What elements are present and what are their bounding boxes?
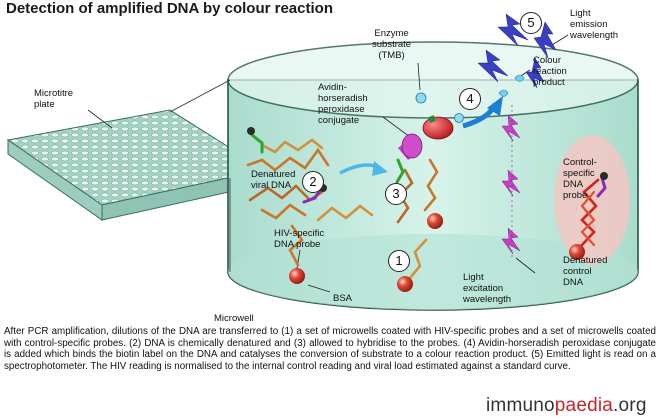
brand-suffix: .org — [613, 395, 647, 416]
step-4-marker: 4 — [459, 88, 481, 110]
avidin-conjugate-label: Avidin- horseradish peroxidase conjugate — [318, 82, 368, 126]
avidin-conjugate — [398, 115, 454, 160]
step-2-marker: 2 — [302, 171, 324, 193]
process-arrows — [339, 96, 503, 176]
microtitre-plate-label: Microtitre plate — [34, 88, 74, 110]
diagram-title: Detection of amplified DNA by colour rea… — [6, 0, 333, 17]
excitation-lightning — [501, 114, 521, 255]
microtitre-plate — [6, 109, 267, 221]
probes — [250, 133, 607, 204]
control-dna-helix — [580, 178, 600, 247]
brand-prefix: immuno — [486, 395, 555, 416]
step-1-marker: 1 — [388, 250, 410, 272]
step-3-marker: 3 — [385, 183, 407, 205]
enzyme-substrate-label: Enzyme substrate (TMB) — [372, 28, 412, 61]
diagram-canvas — [6, 13, 639, 311]
emission-lightning — [477, 13, 557, 89]
denatured-viral-dna-label: Denatured viral DNA — [251, 169, 296, 191]
microwell-label: Microwell — [214, 313, 254, 324]
plate-to-well-lines — [169, 79, 231, 272]
light-emission-label: Light emission wavelength — [570, 8, 619, 41]
substrate-droplets — [415, 74, 525, 123]
figure-caption: After PCR amplification, dilutions of th… — [4, 326, 656, 372]
brand-accent: paedia — [554, 395, 614, 416]
control-probe-label: Control- specific DNA probe — [563, 157, 597, 201]
denatured-control-label: Denatured control DNA — [563, 255, 608, 288]
colour-product-label: Colour reaction product — [533, 55, 567, 88]
hiv-probe-label: HIV-specific DNA probe — [274, 228, 325, 250]
beads — [289, 213, 585, 292]
bsa-label: BSA — [333, 293, 353, 304]
step-5-marker: 5 — [520, 12, 542, 34]
light-excitation-label: Light excitation wavelength — [463, 272, 512, 305]
brand-logo: immunopaedia.org — [486, 395, 647, 417]
